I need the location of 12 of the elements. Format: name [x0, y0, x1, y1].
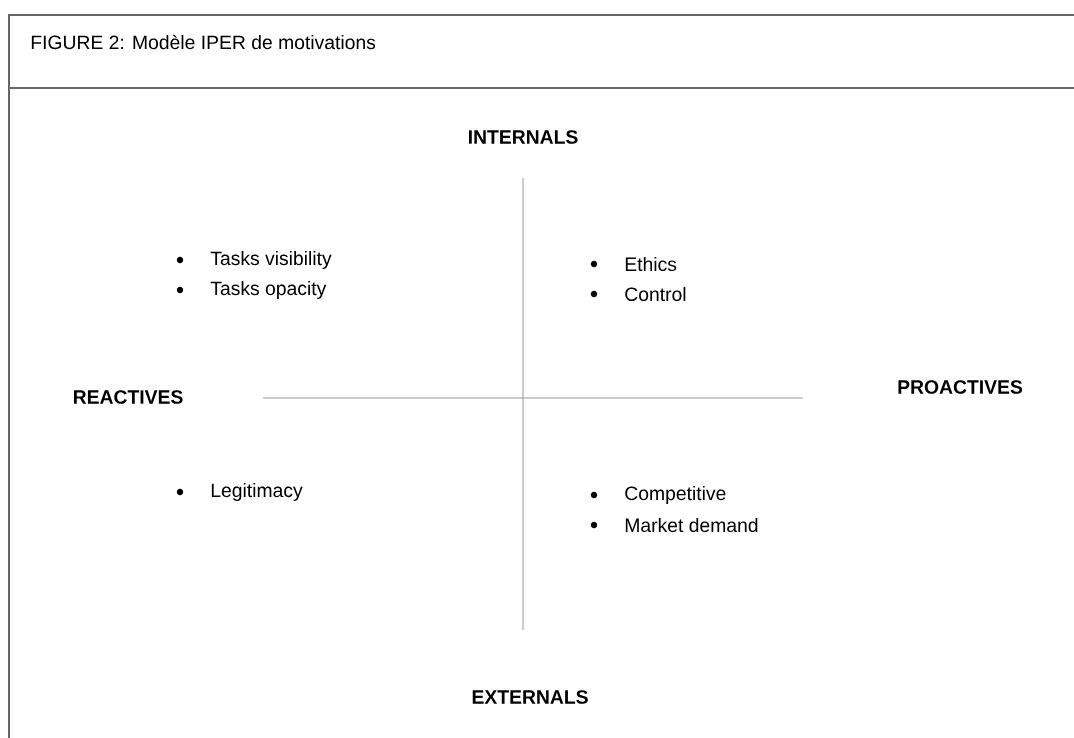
list-item: Competitive — [625, 486, 726, 504]
list-item: Tasks visibility — [210, 251, 332, 269]
axis-label: INTERNALS — [469, 130, 578, 144]
axis-label: PROACTIVES — [898, 380, 1023, 394]
list-item: Control — [625, 286, 686, 302]
axis-label: REACTIVES — [74, 390, 183, 404]
axis-label: EXTERNALS — [472, 690, 588, 704]
list-item: Ethics — [625, 256, 677, 272]
figure-title: FIGURE 2: Modèle IPER de motivations — [31, 34, 376, 50]
list-item: Legitimacy — [211, 483, 303, 501]
list-item: Tasks opacity — [210, 281, 327, 299]
list-item: Market demand — [625, 517, 758, 533]
